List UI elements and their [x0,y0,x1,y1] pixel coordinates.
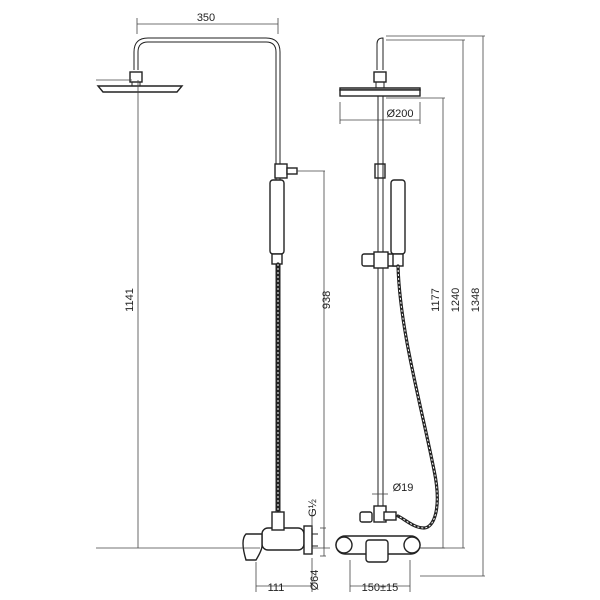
side-riser-pipe [133,37,281,169]
dim-pipe-diameter: Ø19 [393,482,414,494]
front-riser-top [376,37,384,70]
side-hand-shower [269,179,285,255]
side-escutcheon [303,525,313,555]
front-hand-shower [390,179,406,255]
side-shower-head [96,85,184,93]
front-head-connector [373,71,387,83]
dim-mixer-depth: 111 [268,582,285,594]
dim-height-left: 1141 [124,288,136,312]
front-view: Ø200 Ø19 150±15 [335,35,485,594]
side-view: 350 1141 938 G½ 111 Ø64 [96,12,333,594]
dim-height-1177: 1177 [430,288,442,312]
dim-hand-height: 938 [321,291,333,309]
dim-head-diameter: Ø200 [387,108,414,120]
dim-arm-width: 350 [197,12,215,24]
side-mixer-body [261,527,305,551]
dim-height-1348: 1348 [470,288,482,312]
dim-inlet-spacing: 150±15 [362,582,399,594]
dim-height-1240: 1240 [450,288,462,312]
front-mixer-spout [365,539,389,563]
dim-escutcheon: Ø64 [309,570,321,591]
dim-inlet-thread: G½ [307,499,319,517]
side-diverter [274,163,288,179]
side-mixer-lever [242,533,263,561]
side-head-connector [129,71,143,83]
